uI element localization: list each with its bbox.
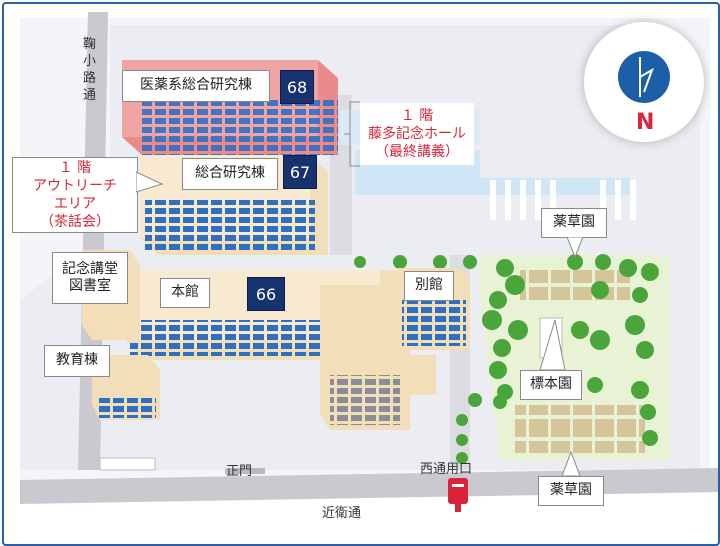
note-outreach-area: １ 階 アウトリーチ エリア （茶話会） — [12, 157, 138, 233]
specimen-garden-pointer — [539, 319, 566, 371]
label-herb-garden-top-text: 薬草園 — [553, 214, 595, 231]
label-main-hall: 本館 — [160, 278, 210, 308]
label-herb-garden-bottom: 薬草園 — [538, 476, 604, 506]
herb-plots-top — [520, 270, 630, 300]
label-library-line1: 記念講堂 — [62, 260, 118, 277]
street-char-4: 通 — [83, 88, 97, 103]
label-specimen-garden: 標本園 — [520, 370, 582, 400]
note-fujita-bracket — [344, 101, 360, 167]
label-main-gate: 正門 — [226, 464, 253, 479]
compass-north-label: N — [636, 110, 655, 135]
herb-garden-bottom-pointer — [561, 450, 581, 477]
badge-68: 68 — [280, 70, 314, 104]
north-arrow-icon — [618, 51, 670, 103]
label-medical-research: 医薬系総合研究棟 — [122, 70, 270, 102]
note-fujita-line1: １ 階 — [400, 107, 434, 124]
street-char-1: 鞠 — [83, 37, 97, 52]
label-education: 教育棟 — [44, 345, 110, 377]
bike-parking — [99, 457, 156, 471]
note-outreach-line1: １ 階 — [58, 159, 92, 176]
label-west-gate: 西通用口 — [420, 462, 473, 477]
label-annex-text: 別館 — [415, 277, 443, 294]
badge-66: 66 — [247, 277, 285, 311]
label-herb-garden-top: 薬草園 — [541, 208, 607, 238]
herb-plots-bottom — [515, 405, 645, 453]
note-fujita-line3: （最終講義） — [375, 144, 459, 161]
street-char-3: 路 — [83, 71, 97, 86]
trees — [354, 254, 659, 464]
label-kasuga-koji-street: 鞠 小 路 通 — [83, 36, 96, 104]
label-konoe-street: 近衛通 — [322, 506, 362, 521]
label-general-research-text: 総合研究棟 — [195, 165, 265, 182]
note-outreach-line2: アウトリーチ — [33, 177, 117, 194]
label-library-line2: 図書室 — [69, 278, 111, 294]
compass: N — [584, 22, 704, 142]
note-outreach-line3: エリア — [54, 196, 96, 212]
label-education-text: 教育棟 — [56, 352, 98, 369]
note-outreach-line4: （茶話会） — [40, 214, 110, 231]
label-medical-research-text: 医薬系総合研究棟 — [140, 77, 252, 94]
badge-67: 67 — [283, 155, 317, 189]
post-box-icon — [448, 478, 468, 512]
label-main-hall-text: 本館 — [171, 284, 199, 301]
note-fujita-line2: 藤多記念ホール — [368, 125, 466, 142]
label-annex: 別館 — [404, 271, 454, 301]
label-general-research: 総合研究棟 — [182, 158, 278, 190]
herb-garden-top-pointer — [566, 237, 584, 259]
label-library: 記念講堂 図書室 — [52, 252, 128, 304]
street-char-2: 小 — [83, 54, 97, 69]
label-herb-garden-bottom-text: 薬草園 — [550, 482, 592, 499]
label-specimen-garden-text: 標本園 — [530, 376, 572, 393]
note-fujita-hall: １ 階 藤多記念ホール （最終講義） — [360, 103, 474, 165]
parking-lot — [490, 180, 636, 220]
note-outreach-pointer — [136, 171, 164, 193]
main-gate-marker — [225, 468, 265, 474]
